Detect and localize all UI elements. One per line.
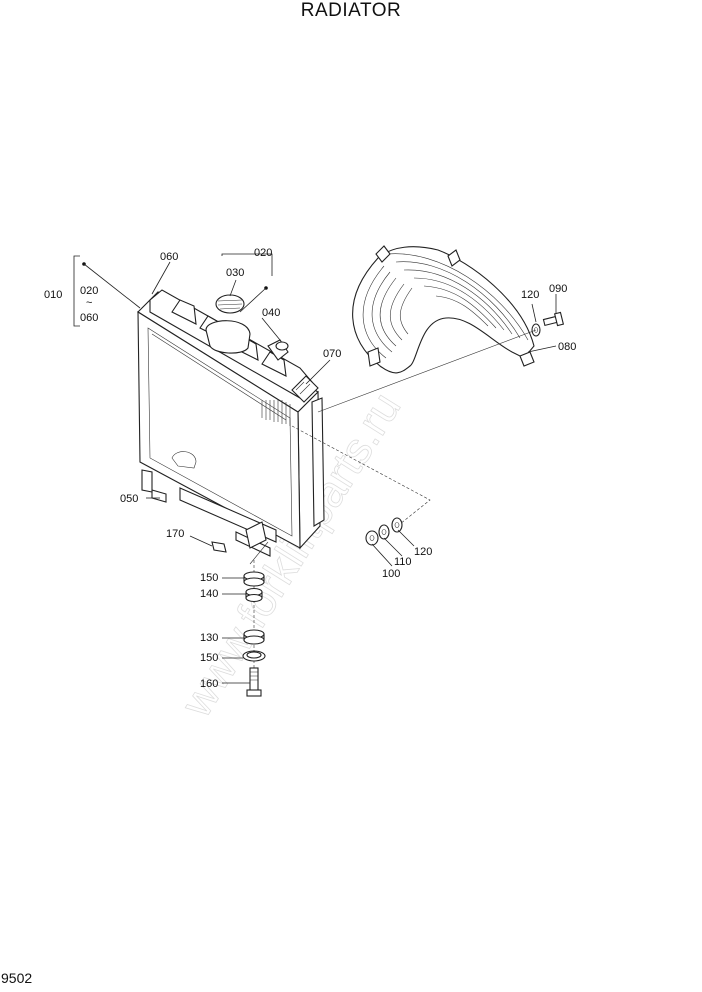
bracket-070	[291, 375, 319, 403]
callout-070: 070	[323, 348, 341, 360]
callout-labels: 010 020 ~ 060 060 020 030 040 070 120 09…	[44, 247, 576, 690]
callout-010: 010	[44, 289, 62, 301]
callout-060: 060	[160, 251, 178, 263]
lower-tank-mark	[171, 451, 197, 469]
callout-030: 030	[226, 267, 244, 279]
callout-130: 130	[200, 632, 218, 644]
callout-110: 110	[394, 556, 412, 568]
callout-020-range-start: 020	[80, 285, 98, 297]
callout-170: 170	[166, 528, 184, 540]
core-fins	[261, 400, 291, 426]
callout-120-top: 120	[521, 289, 539, 301]
callout-140: 140	[200, 588, 218, 600]
callout-090: 090	[549, 283, 567, 295]
leader-lines	[73, 253, 557, 684]
callout-150-top: 150	[200, 572, 218, 584]
nut-100	[365, 530, 379, 546]
rubber-mount-130	[243, 629, 265, 645]
clip-170	[211, 541, 227, 553]
rubber-mount-150-top	[243, 571, 265, 587]
washer-120-side	[391, 517, 403, 533]
callout-040: 040	[262, 307, 280, 319]
callout-100: 100	[382, 568, 400, 580]
filler-neck	[205, 320, 251, 354]
diagram-title: RADIATOR	[300, 0, 402, 21]
callout-020: 020	[254, 247, 272, 259]
callout-150-bottom: 150	[200, 652, 218, 664]
drain-cock	[141, 469, 167, 503]
callout-range-tilde: ~	[86, 297, 92, 309]
spacer-140	[245, 587, 263, 603]
callout-160: 160	[200, 678, 218, 690]
washer-110	[378, 524, 390, 540]
callout-080: 080	[558, 341, 576, 353]
callout-050: 050	[120, 493, 138, 505]
fan-guard	[352, 245, 535, 374]
callout-120-side: 120	[414, 546, 432, 558]
bolt-160	[246, 667, 262, 697]
radiator-cap	[215, 294, 245, 314]
bolt-090	[542, 311, 565, 327]
page-number: 9502	[1, 970, 33, 986]
bottom-bracket	[179, 487, 277, 557]
washer-150-bottom	[242, 650, 266, 662]
outlet-pipe	[267, 339, 289, 361]
callout-060-range-end: 060	[80, 312, 98, 324]
